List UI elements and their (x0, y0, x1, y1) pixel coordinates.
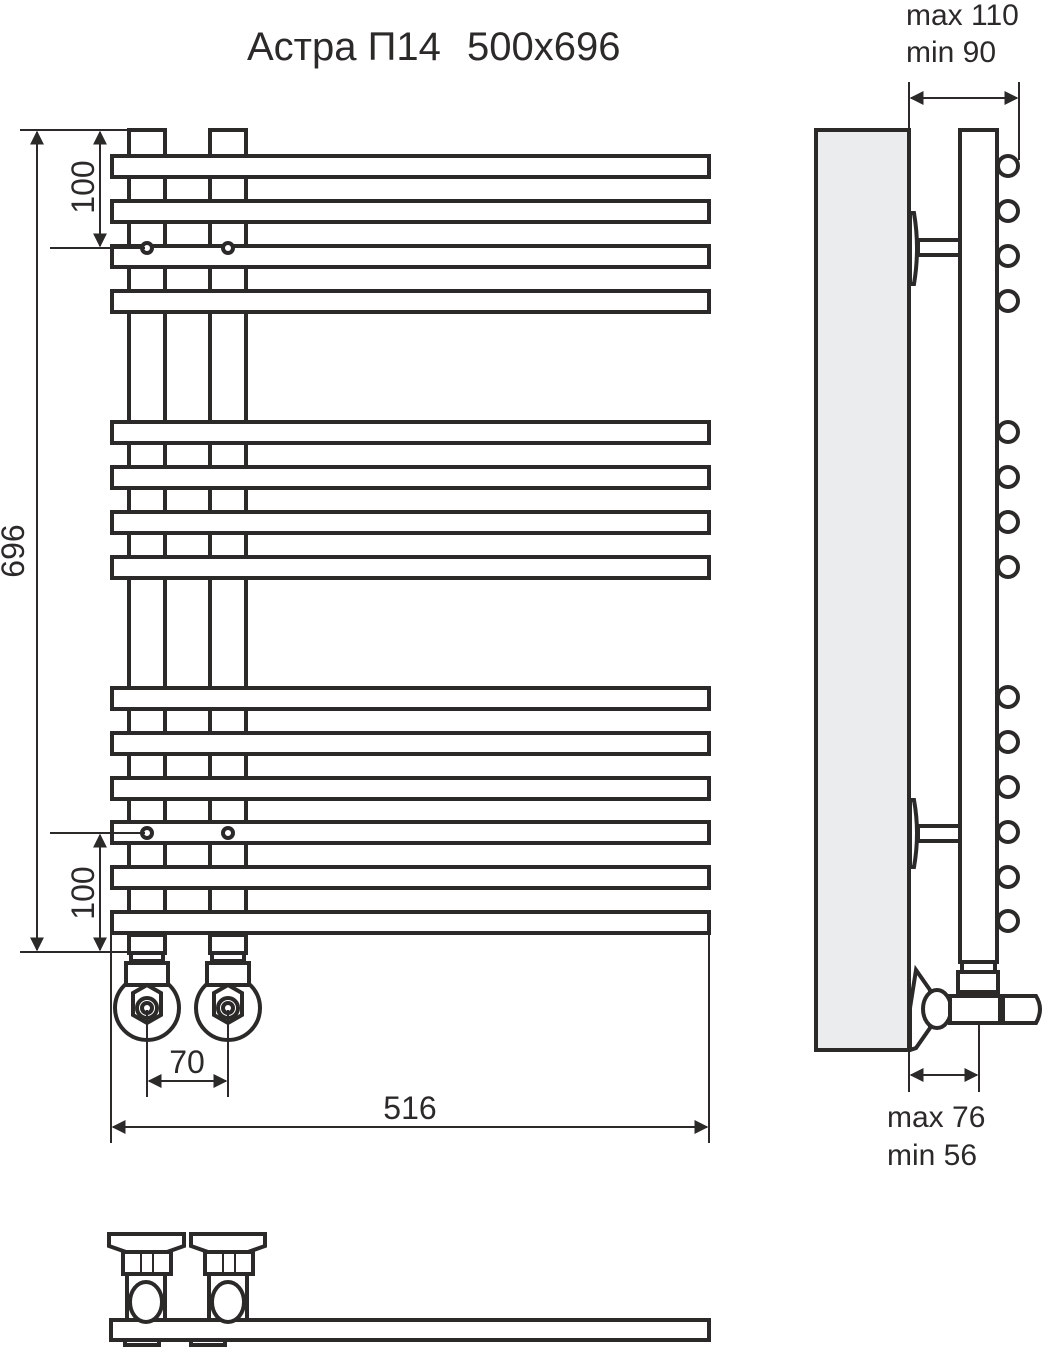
dimension-wall-distance: max 110 min 90 (906, 0, 1020, 160)
crossbar-group-middle (110, 420, 711, 580)
side-collector-pipe (958, 128, 999, 964)
left-valve-icon (113, 933, 181, 1042)
crossbar-group-bottom (110, 686, 711, 935)
right-valve-icon (194, 933, 262, 1042)
wall-distance-min-label: min 90 (906, 36, 996, 69)
front-view: 696 100 100 70 516 (0, 128, 711, 1143)
wall-bracket-top-icon (908, 211, 962, 286)
bottom-valve-right-icon (189, 1232, 267, 1324)
dimension-spacing-70: 70 (146, 1010, 229, 1097)
spacing-label: 70 (169, 1044, 205, 1080)
size-title: 500x696 (467, 25, 620, 69)
valve-distance-min-label: min 56 (887, 1139, 977, 1172)
bottom-valve-left-icon (107, 1232, 186, 1324)
side-valve-icon (908, 960, 1042, 1053)
width-label: 516 (383, 1090, 436, 1126)
height-label: 696 (0, 524, 31, 577)
mount-point-icon (221, 826, 235, 840)
mount-point-icon (221, 241, 235, 255)
wall-distance-max-label: max 110 (906, 0, 1019, 32)
side-view: max 110 min 90 max 76 min 56 (814, 0, 1042, 1172)
dimension-width-516: 516 (110, 935, 710, 1143)
valve-distance-max-label: max 76 (887, 1101, 985, 1134)
top-offset-label: 100 (65, 160, 101, 213)
dimension-top-100: 100 (50, 130, 145, 249)
crossbar-ends (996, 154, 1020, 933)
wall-section (814, 128, 911, 1052)
model-title: Астра П14 (247, 25, 441, 69)
bottom-view (107, 1232, 711, 1347)
dimension-bottom-100: 100 (50, 832, 145, 952)
wall-bracket-bottom-icon (908, 798, 962, 869)
crossbar-group-top (110, 154, 711, 314)
bottom-offset-label: 100 (65, 866, 101, 919)
dimension-height-696: 696 (0, 129, 130, 953)
dimension-valve-distance: max 76 min 56 (887, 1023, 985, 1172)
bottom-crossbar (109, 1318, 711, 1342)
